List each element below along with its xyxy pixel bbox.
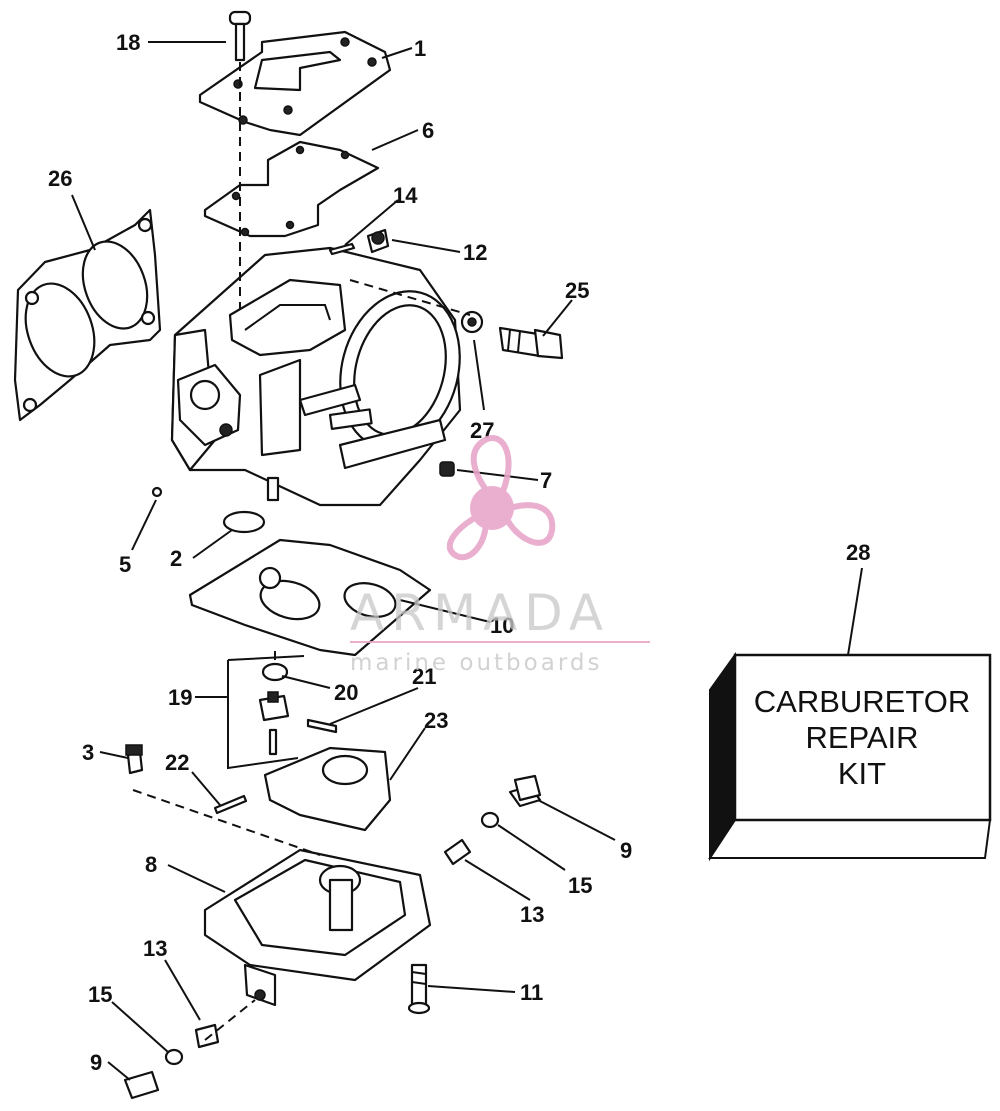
callout-6: 6 <box>422 118 434 143</box>
callout-7: 7 <box>540 468 552 493</box>
callout-5: 5 <box>119 552 131 577</box>
flange-gasket-part <box>13 208 162 422</box>
repair-kit-box: CARBURETOR REPAIR KIT <box>708 651 992 862</box>
callout-19: 19 <box>168 685 192 710</box>
bowl-screw-part-11 <box>407 963 431 1015</box>
callout-1: 1 <box>414 36 426 61</box>
callout-25: 25 <box>565 278 589 303</box>
watermark-title: ARMADA <box>350 584 610 642</box>
plug-part-2 <box>222 510 266 534</box>
float-pin-part <box>213 794 248 815</box>
callout-9-lower: 9 <box>90 1050 102 1075</box>
callout-18: 18 <box>116 30 140 55</box>
callout-11: 11 <box>520 980 543 1005</box>
leader-lines <box>71 41 863 1081</box>
callout-14: 14 <box>393 183 418 208</box>
needle-spring-part-13-upper <box>443 838 472 866</box>
propeller-icon <box>446 435 556 561</box>
carburetor-body-part <box>170 246 462 507</box>
screw-part-25 <box>498 326 564 360</box>
needle-spring-part-13-lower <box>194 1023 220 1049</box>
callout-28: 28 <box>846 540 870 565</box>
callout-2: 2 <box>170 546 182 571</box>
inlet-needle-assembly <box>258 662 338 756</box>
lockwasher-part <box>460 310 484 334</box>
callout-10: 10 <box>490 613 514 638</box>
callout-21: 21 <box>412 664 436 689</box>
float-part <box>263 746 392 832</box>
callout-labels: 18 1 6 26 14 12 25 27 7 5 2 10 20 21 19 … <box>48 30 870 1075</box>
plug-screw-part <box>366 228 390 254</box>
watermark: ARMADA marine outboards <box>350 435 650 676</box>
o-ring-part-5 <box>151 486 163 498</box>
washer-part-15-lower <box>164 1048 184 1066</box>
callout-15-upper: 15 <box>568 873 592 898</box>
callout-8: 8 <box>145 852 157 877</box>
screw-part-9-upper <box>508 774 542 808</box>
callout-13-lower: 13 <box>143 936 167 961</box>
callout-23: 23 <box>424 708 448 733</box>
cover-plate-part <box>198 30 392 137</box>
main-jet-part <box>125 744 144 775</box>
callout-9-upper: 9 <box>620 838 632 863</box>
washer-part-15-upper <box>480 811 500 829</box>
kit-label-line2: REPAIR <box>805 720 918 755</box>
kit-label-line1: CARBURETOR <box>754 684 970 719</box>
callout-3: 3 <box>82 740 94 765</box>
callout-22: 22 <box>165 750 189 775</box>
callout-12: 12 <box>463 240 487 265</box>
screw-part-9-lower <box>123 1070 160 1100</box>
kit-label-line3: KIT <box>838 756 886 791</box>
callout-13-upper: 13 <box>520 902 544 927</box>
callout-15-lower: 15 <box>88 982 112 1007</box>
float-bowl-part <box>203 848 432 1007</box>
screw-part-18 <box>228 10 252 62</box>
callout-26: 26 <box>48 166 72 191</box>
callout-20: 20 <box>334 680 358 705</box>
float-bowl-gasket-part <box>188 538 432 657</box>
cover-gasket-part <box>203 140 380 238</box>
spring-part-7 <box>439 461 455 477</box>
pin-part <box>328 242 356 256</box>
watermark-subtitle: marine outboards <box>350 650 602 676</box>
